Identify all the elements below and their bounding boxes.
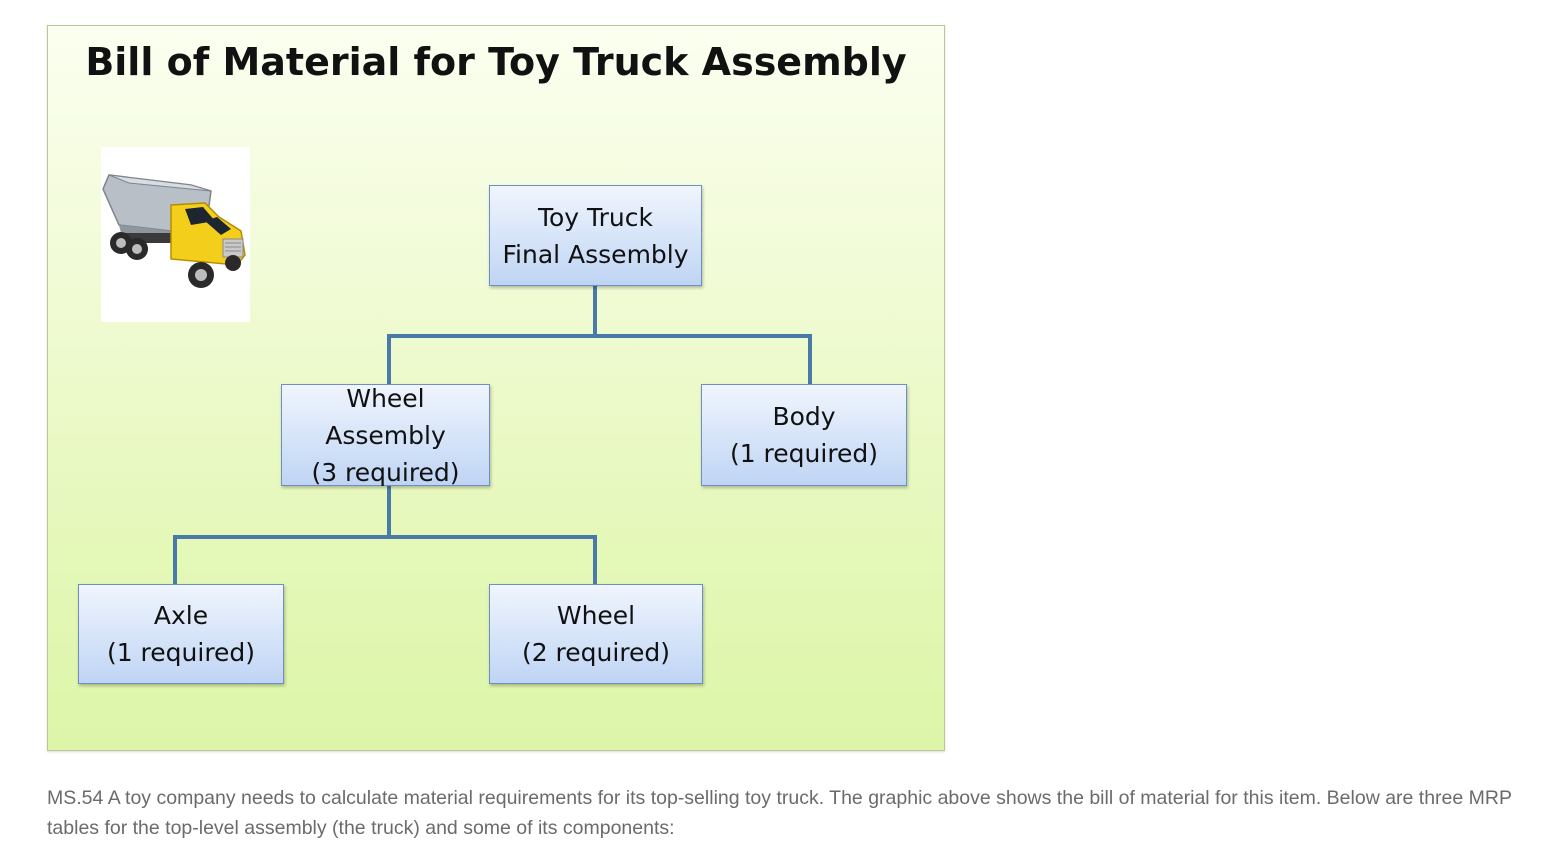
- node-label: Final Assembly: [502, 239, 689, 269]
- node-quantity: (1 required): [729, 439, 879, 468]
- node-label: Wheel: [556, 601, 636, 630]
- node-quantity: (3 required): [311, 457, 460, 487]
- node-label: Toy Truck: [537, 202, 653, 232]
- node-body: Body (1 required): [701, 384, 907, 486]
- node-quantity: (1 required): [106, 638, 256, 667]
- diagram-title: Bill of Material for Toy Truck Assembly: [85, 40, 907, 84]
- node-label: Assembly: [325, 420, 446, 450]
- problem-caption: MS.54 A toy company needs to calculate m…: [47, 787, 1512, 839]
- dump-truck-icon: [101, 147, 250, 322]
- bom-diagram: Bill of Material for Toy Truck Assembly: [47, 25, 945, 751]
- node-label: Wheel: [346, 383, 425, 413]
- connector-lines: [173, 286, 812, 584]
- node-quantity: (2 required): [521, 638, 671, 667]
- node-label: Axle: [153, 601, 209, 630]
- node-wheel: Wheel (2 required): [489, 584, 703, 684]
- node-wheel-assembly: Wheel Assembly (3 required): [281, 384, 490, 487]
- node-label: Body: [772, 402, 836, 431]
- node-toy-truck-final-assembly: Toy Truck Final Assembly: [489, 185, 702, 286]
- node-axle: Axle (1 required): [78, 584, 284, 684]
